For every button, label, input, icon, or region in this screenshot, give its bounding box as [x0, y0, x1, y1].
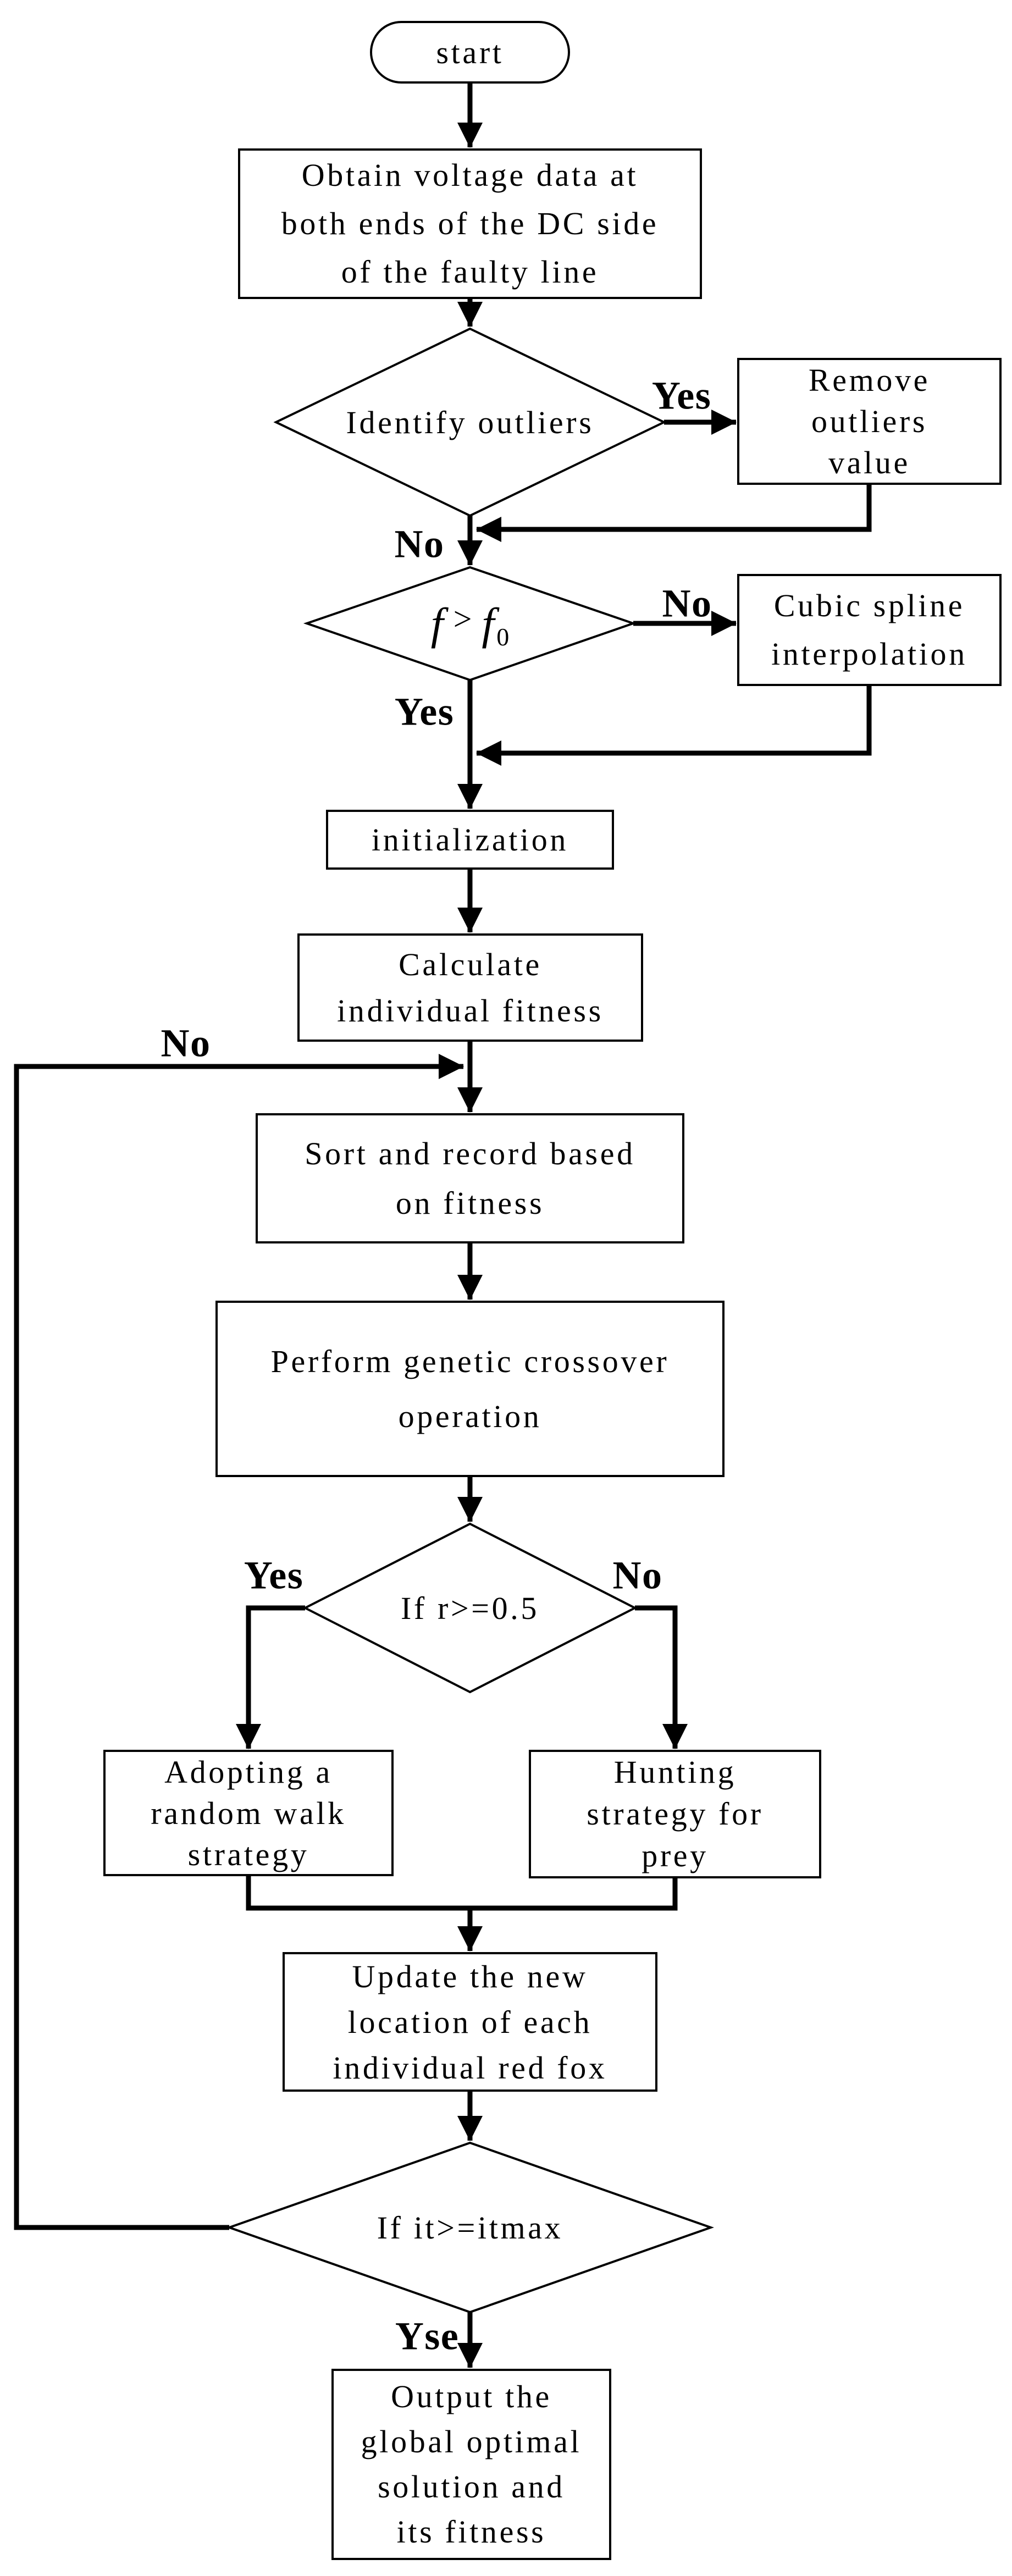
frequency-check-label: f > f 0 [307, 567, 633, 680]
greater-than-operator: > [453, 601, 472, 637]
random-walk-label: Adopting a random walk strategy [104, 1751, 392, 1875]
start-label: start [371, 22, 569, 82]
output-solution-line2: global optimal [361, 2424, 582, 2459]
remove-outliers-box-shape [737, 358, 1002, 485]
genetic-crossover-line1: Perform genetic crossover [270, 1343, 670, 1379]
r-yes-label: Yes [244, 1553, 304, 1597]
obtain-voltage-line3: of the faulty line [341, 254, 599, 290]
cubic-spline-label: Cubic spline interpolation [738, 575, 1000, 685]
freq-yes-label: Yes [394, 689, 455, 734]
random-walk-line2: random walk [151, 1795, 346, 1831]
frequency-check-diamond-shape [303, 566, 637, 682]
sort-record-line2: on fitness [395, 1185, 545, 1221]
edge-rcheck-yes-to-randomwalk [236, 1605, 305, 1749]
update-location-line2: location of each [347, 2004, 593, 2040]
identify-yes-label: Yes [651, 373, 712, 418]
obtain-voltage-box-shape [238, 148, 702, 299]
calc-fitness-label: Calculate individual fitness [298, 935, 642, 1041]
identify-outliers-line: Identify outliers [346, 404, 594, 440]
genetic-crossover-box-shape [215, 1301, 725, 1477]
output-solution-label: Output the global optimal solution and i… [333, 2370, 610, 2559]
update-location-line3: individual red fox [333, 2049, 607, 2086]
start-terminator-shape [370, 21, 570, 84]
iter-check-label: If it>=itmax [229, 2143, 711, 2312]
remove-outliers-line2: outliers [811, 403, 928, 439]
hunting-line3: prey [642, 1838, 709, 1873]
hunting-line2: strategy for [587, 1796, 764, 1832]
edge-rcheck-no-to-hunting [635, 1605, 688, 1749]
update-location-box-shape [283, 1952, 657, 2092]
initialization-box-shape [326, 810, 614, 870]
hunting-label: Hunting strategy for prey [530, 1751, 820, 1877]
cubic-spline-box-shape [737, 574, 1002, 686]
random-walk-line1: Adopting a [164, 1754, 333, 1790]
calc-fitness-line2: individual fitness [337, 992, 604, 1029]
iter-yes-label: Yse [395, 2314, 460, 2358]
update-location-line1: Update the new [352, 1958, 588, 1994]
obtain-voltage-label: Obtain voltage data at both ends of the … [239, 150, 701, 298]
edge-iter-no-feedback-loop [14, 1054, 464, 2230]
edge-cubic-merge-back [476, 685, 872, 766]
cubic-spline-line2: interpolation [771, 636, 967, 672]
random-walk-line3: strategy [187, 1836, 309, 1872]
output-solution-line3: solution and [378, 2469, 565, 2505]
sort-record-box-shape [256, 1113, 684, 1243]
r-check-label: If r>=0.5 [305, 1524, 635, 1692]
edge-strategies-merge-bar [246, 1875, 678, 1911]
genetic-crossover-label: Perform genetic crossover operation [217, 1302, 723, 1476]
cubic-spline-line1: Cubic spline [773, 588, 965, 623]
initialization-label: initialization [327, 811, 613, 869]
sort-record-label: Sort and record based on fitness [257, 1114, 683, 1242]
update-location-label: Update the new location of each individu… [284, 1953, 656, 2091]
calc-fitness-line1: Calculate [399, 946, 542, 982]
iter-check-diamond-shape [225, 2141, 715, 2314]
identify-outliers-label: Identify outliers [276, 329, 664, 516]
freq-no-label: No [662, 581, 712, 626]
initialization-line: initialization [371, 822, 569, 858]
hunting-line1: Hunting [613, 1754, 737, 1790]
loop-no-label: No [161, 1021, 211, 1065]
random-walk-box-shape [103, 1750, 394, 1876]
frequency-f0-symbol: f [482, 598, 495, 649]
r-check-diamond-shape [302, 1522, 638, 1694]
genetic-crossover-line2: operation [398, 1398, 542, 1434]
remove-outliers-label: Remove outliers value [738, 359, 1000, 484]
obtain-voltage-line2: both ends of the DC side [281, 206, 659, 241]
identify-no-label: No [394, 522, 445, 566]
output-solution-line1: Output the [391, 2379, 552, 2414]
hunting-box-shape [529, 1750, 821, 1878]
output-solution-box-shape [331, 2369, 611, 2560]
output-solution-line4: its fitness [396, 2514, 546, 2550]
edge-remove-merge-back [476, 484, 872, 542]
frequency-f-symbol: f [430, 598, 444, 649]
remove-outliers-line1: Remove [808, 362, 931, 398]
r-check-line: If r>=0.5 [400, 1590, 540, 1626]
identify-outliers-diamond-shape [273, 327, 667, 517]
sort-record-line1: Sort and record based [305, 1135, 635, 1171]
iter-check-line: If it>=itmax [377, 2209, 563, 2246]
frequency-f0-subscript: 0 [496, 623, 510, 651]
remove-outliers-line3: value [828, 445, 910, 480]
start-label-line: start [436, 34, 504, 70]
r-no-label: No [612, 1553, 663, 1597]
calc-fitness-box-shape [297, 933, 643, 1042]
obtain-voltage-line1: Obtain voltage data at [301, 157, 639, 193]
